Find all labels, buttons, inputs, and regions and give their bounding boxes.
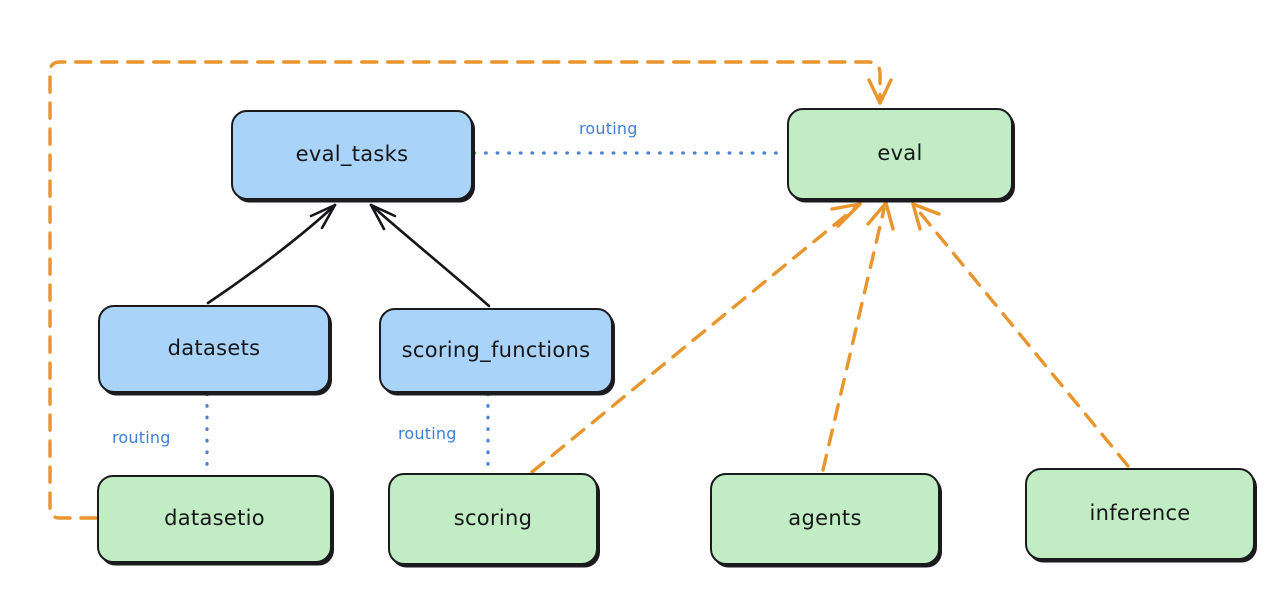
edge-label-routing-datasetio: routing [112,428,171,447]
node-datasetio-label: datasetio [164,506,265,531]
node-datasetio[interactable]: datasetio [97,475,332,563]
edge-label-routing-eval: routing [579,119,638,138]
node-agents[interactable]: agents [710,473,940,565]
node-inference[interactable]: inference [1025,468,1255,560]
node-eval-label: eval [877,141,923,166]
node-scoring-label: scoring [453,506,533,531]
node-scoring-functions[interactable]: scoring_functions [379,308,613,393]
node-eval[interactable]: eval [787,108,1013,200]
node-scoring-functions-label: scoring_functions [401,337,591,362]
node-eval-tasks-label: eval_tasks [295,142,409,167]
node-inference-label: inference [1089,501,1191,526]
node-datasets[interactable]: datasets [98,305,330,393]
edge-scoring-functions-to-eval-tasks [369,203,491,308]
edge-label-routing-scoring: routing [398,424,457,443]
edge-agents-to-eval [821,201,895,472]
edge-inference-to-eval [911,202,1130,468]
edge-datasets-to-eval-tasks [206,203,337,305]
node-datasets-label: datasets [167,336,261,361]
node-scoring[interactable]: scoring [388,473,598,565]
node-eval-tasks[interactable]: eval_tasks [231,110,473,200]
node-agents-label: agents [788,506,862,531]
